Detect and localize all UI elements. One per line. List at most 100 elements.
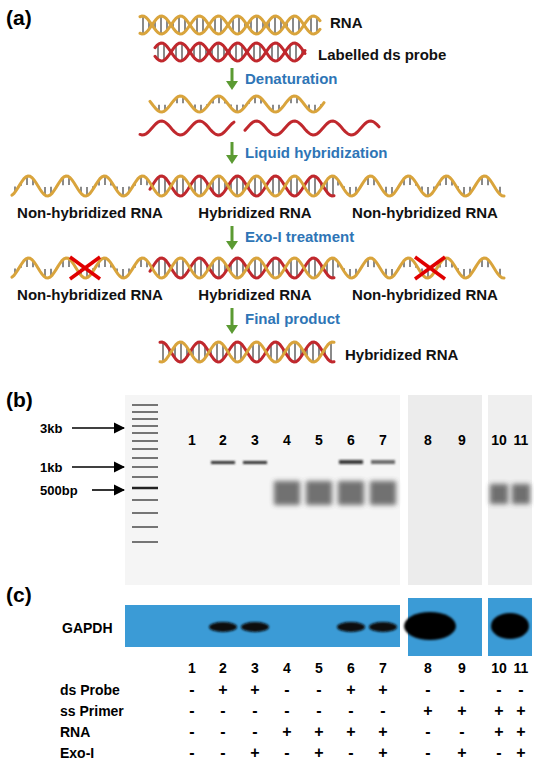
- label-holder: -: [189, 702, 194, 720]
- base-pair: [198, 342, 200, 362]
- gel-panel: [125, 395, 400, 585]
- gel-band: [371, 460, 395, 464]
- lane-number: 3: [251, 432, 259, 448]
- label-holder: ss Primer: [60, 703, 124, 719]
- label-holder: RNA: [60, 724, 90, 740]
- condition-mark: -: [220, 702, 225, 719]
- label-holder: -: [252, 723, 257, 741]
- base-pair: [216, 342, 218, 361]
- label-holder: 8: [424, 660, 432, 676]
- condition-mark: +: [282, 723, 291, 740]
- lane-number: 7: [379, 660, 387, 676]
- condition-mark: -: [459, 681, 464, 698]
- molecule-label: Hybridized RNA: [345, 346, 458, 363]
- base-pair: [296, 259, 298, 277]
- gel-smear: [338, 481, 364, 505]
- base-pair: [158, 259, 160, 277]
- molecule-label: Non-hybridized RNA: [352, 204, 498, 221]
- strand: [160, 342, 334, 362]
- label-holder: -: [348, 702, 353, 720]
- base-pair: [314, 258, 316, 277]
- label-holder: 3: [251, 432, 259, 448]
- lane-number: 2: [219, 432, 227, 448]
- label-holder: 4: [283, 660, 291, 676]
- step-label: Final product: [245, 310, 340, 327]
- row-label: ss Primer: [60, 703, 124, 719]
- ladder-band: [132, 457, 158, 459]
- gel-smear: [490, 484, 508, 504]
- condition-mark: -: [348, 702, 353, 719]
- label-holder: 9: [458, 660, 466, 676]
- base-pair: [296, 177, 298, 195]
- lane-number: 4: [283, 432, 291, 448]
- row-label: ds Probe: [60, 682, 120, 698]
- ladder-band: [132, 411, 158, 413]
- condition-mark: +: [494, 723, 503, 740]
- base-pair: [235, 43, 237, 60]
- lane-number: 11: [514, 660, 529, 676]
- condition-mark: -: [425, 723, 430, 740]
- label-holder: RNA: [330, 14, 363, 31]
- label-holder: +: [378, 744, 387, 762]
- label-holder: -: [284, 702, 289, 720]
- lane-number: 3: [251, 660, 259, 676]
- gel-band: [243, 461, 267, 464]
- label-holder: -: [425, 744, 430, 762]
- label-holder: +: [494, 702, 503, 720]
- label-holder: 500bp: [40, 483, 78, 498]
- label-holder: 6: [347, 432, 355, 448]
- base-pair: [200, 258, 202, 277]
- condition-mark: -: [425, 744, 430, 761]
- condition-mark: -: [252, 723, 257, 740]
- lane-number: 11: [514, 432, 529, 448]
- ladder-band: [132, 526, 158, 528]
- label-holder: Final product: [245, 310, 340, 327]
- strand: [160, 342, 334, 362]
- panel-letter: (a): [6, 6, 32, 29]
- condition-mark: -: [284, 681, 289, 698]
- label-holder: +: [378, 723, 387, 741]
- base-pair: [330, 342, 332, 361]
- blot-band: [209, 622, 237, 632]
- protein-label: GAPDH: [62, 620, 113, 636]
- row-label: RNA: [60, 724, 90, 740]
- panel-letter: (b): [6, 388, 33, 411]
- strand: [155, 43, 305, 61]
- step-arrowhead: [226, 81, 238, 90]
- size-marker: 500bp: [40, 483, 78, 498]
- label-holder: +: [282, 723, 291, 741]
- strand: [150, 96, 324, 112]
- cross-mark: [70, 257, 100, 279]
- blot-strip: [125, 605, 400, 647]
- label-holder: 11: [514, 432, 529, 448]
- size-arrow: [92, 489, 124, 491]
- gel-band: [339, 460, 363, 464]
- ladder-band: [132, 432, 158, 434]
- condition-mark: -: [252, 702, 257, 719]
- lane-number: 5: [315, 660, 323, 676]
- base-pair: [142, 16, 144, 34]
- label-holder: +: [346, 681, 355, 699]
- condition-mark: -: [189, 723, 194, 740]
- base-pair: [182, 259, 184, 277]
- molecule-label: Non-hybridized RNA: [17, 204, 163, 221]
- label-holder: 1: [188, 660, 196, 676]
- step-arrowhead: [226, 325, 238, 334]
- condition-mark: -: [380, 702, 385, 719]
- condition-mark: +: [457, 702, 466, 719]
- condition-mark: +: [516, 702, 525, 719]
- label-holder: -: [316, 702, 321, 720]
- cross-mark: [415, 257, 445, 279]
- label-holder: -: [459, 681, 464, 699]
- label-holder: -: [284, 744, 289, 762]
- condition-mark: +: [250, 681, 259, 698]
- step-arrowhead: [226, 155, 238, 164]
- label-holder: ds Probe: [60, 682, 120, 698]
- label-holder: -: [348, 744, 353, 762]
- condition-mark: +: [378, 744, 387, 761]
- ladder-band: [132, 440, 158, 442]
- label-holder: Non-hybridized RNA: [17, 286, 163, 303]
- gel-smear: [512, 484, 530, 504]
- condition-mark: -: [220, 744, 225, 761]
- blot-band: [337, 622, 365, 632]
